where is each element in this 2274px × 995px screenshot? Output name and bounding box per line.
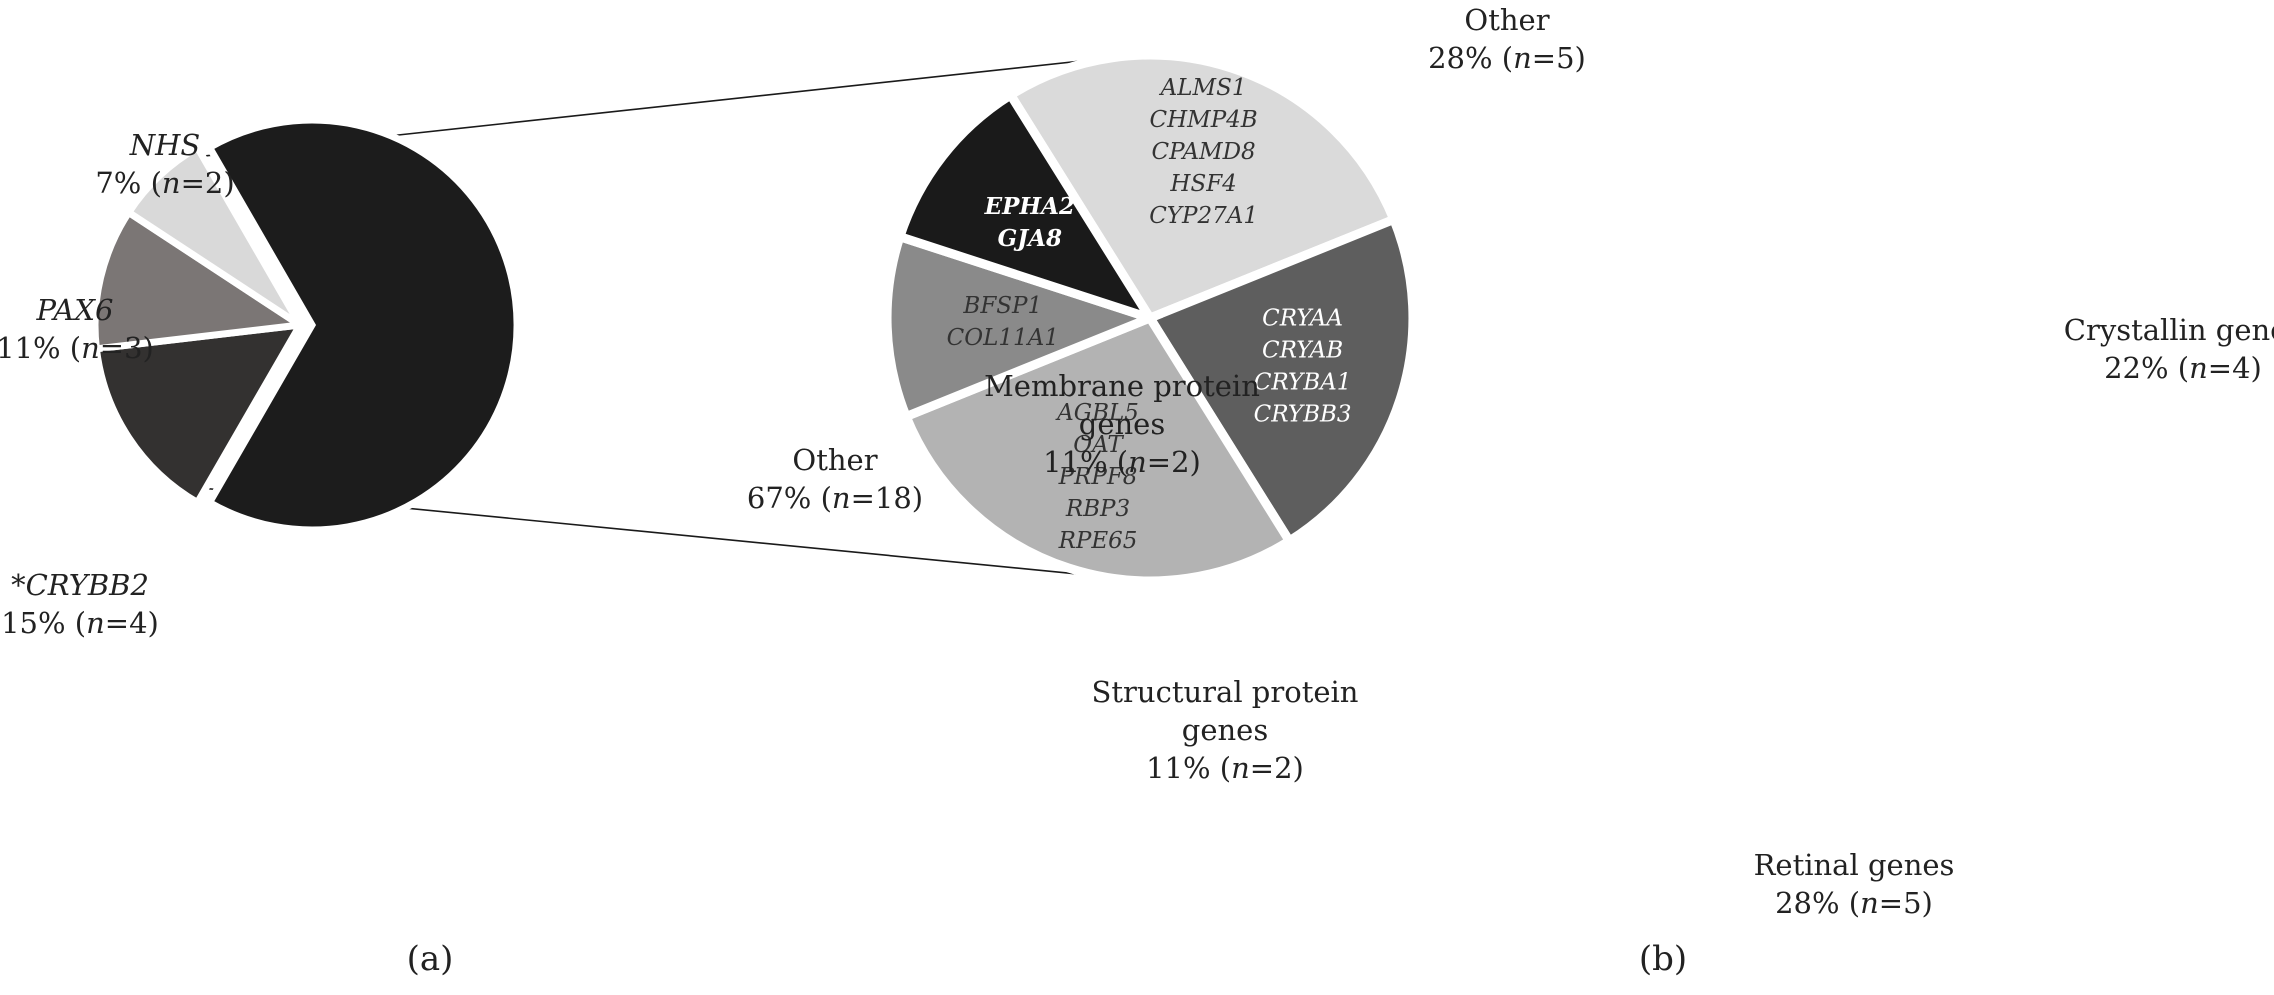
label-b-membrane-protein-genes-percent: 11% (n=2)	[1043, 445, 1201, 479]
gene-label: HSF4	[1169, 171, 1236, 197]
slice-b-retinal-genes	[900, 312, 1296, 586]
label-b-other-percent: 28% (n=5)	[1428, 41, 1586, 75]
slice-a-pax6	[91, 207, 310, 353]
label-a-pax6: PAX6	[36, 293, 114, 327]
label-b-retinal-genes-percent: 28% (n=5)	[1775, 886, 1933, 920]
label-a-nhs-percent: 7% (n=2)	[95, 166, 234, 200]
gene-label: COL11A1	[947, 325, 1059, 351]
label-b-structural-protein-genes: Structural protein	[1092, 675, 1359, 709]
label-b-membrane-protein-genes: Membrane protein	[984, 369, 1260, 403]
gene-label: AGBL5	[1055, 400, 1139, 426]
gene-label: RBP3	[1065, 496, 1130, 522]
panel-label-b: (b)	[1639, 939, 1687, 979]
gene-label: CPAMD8	[1151, 139, 1255, 165]
gene-label: EPHA2	[984, 193, 1075, 220]
gene-label: CYP27A1	[1149, 203, 1258, 229]
slice-a-other	[204, 116, 521, 534]
pie-chart-a	[91, 116, 521, 534]
label-a-other-percent: 67% (n=18)	[747, 481, 923, 515]
label-b-structural-protein-genes-percent: 11% (n=2)	[1146, 751, 1304, 785]
panel-label-a: (a)	[407, 939, 454, 979]
label-b-crystallin-genes: Crystallin genes	[2064, 313, 2274, 347]
slice-a-nhs	[123, 142, 304, 328]
label-a-crybb2: *CRYBB2	[11, 568, 149, 602]
label-a-crybb2-percent: 15% (n=4)	[1, 606, 159, 640]
label-a-other: Other	[792, 443, 877, 477]
slice-b-membrane-protein-genes	[894, 88, 1161, 327]
gene-label: PRPF8	[1058, 464, 1138, 490]
slice-a-crybb2	[92, 320, 307, 508]
gene-label: BFSP1	[962, 293, 1042, 319]
gene-label: RPE65	[1058, 528, 1138, 554]
gene-label: CRYBB3	[1254, 402, 1352, 428]
label-b-membrane-protein-genes-line2: genes	[1079, 407, 1165, 441]
label-b-crystallin-genes-percent: 22% (n=4)	[2104, 351, 2262, 385]
label-a-pax6-percent: 11% (n=3)	[0, 331, 154, 365]
slice-b-crystallin-genes	[1143, 213, 1418, 548]
label-a-nhs: NHS	[129, 128, 201, 162]
slice-b-structural-protein-genes	[882, 231, 1164, 423]
gene-label: CRYAB	[1262, 338, 1343, 364]
gene-label: CRYBA1	[1254, 370, 1352, 396]
gene-label: GJA8	[998, 225, 1062, 252]
gene-label: CRYAA	[1262, 306, 1343, 332]
gene-label: CHMP4B	[1149, 107, 1257, 133]
label-b-other: Other	[1464, 3, 1549, 37]
chart-labels: Other 67% (n=18) *CRYBB2 15% (n=4) PAX6 11% (…	[0, 3, 2274, 979]
label-b-retinal-genes: Retinal genes	[1754, 848, 1955, 882]
gene-label: ALMS1	[1159, 75, 1247, 101]
label-b-structural-protein-genes-line2: genes	[1182, 713, 1268, 747]
gene-label: OAT	[1073, 432, 1124, 458]
slice-b-other	[1004, 50, 1400, 324]
